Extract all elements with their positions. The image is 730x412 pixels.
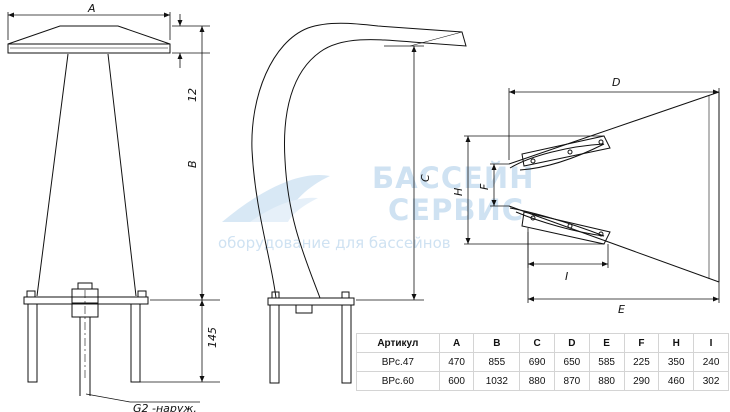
dim-e [527, 232, 720, 303]
table-cell: 880 [519, 371, 555, 391]
dim-b-label: B [186, 160, 199, 168]
table-cell: 460 [658, 371, 695, 391]
col-header-e: E [588, 333, 625, 353]
front-base-plate [23, 296, 149, 305]
col-header-a: A [438, 333, 475, 353]
table-cell: 690 [519, 352, 555, 372]
col-header-d: D [553, 333, 590, 353]
dim-e-label: E [618, 303, 625, 316]
front-leg-left [27, 303, 38, 383]
dim-h-label: H [452, 188, 465, 196]
thread-label: G2 -наруж. [133, 402, 197, 412]
dim-c-label: C [419, 174, 432, 182]
side-view [251, 22, 467, 384]
table-cell: 855 [473, 352, 521, 372]
dim-a-label: A [87, 2, 96, 15]
col-header-f: F [623, 333, 660, 353]
front-view [7, 25, 171, 396]
col-header-c: C [519, 333, 555, 353]
col-header-article: Артикул [356, 333, 440, 353]
side-leg-left [269, 304, 280, 384]
dim-i-label: I [565, 270, 568, 283]
front-body [36, 53, 137, 297]
table-cell: 650 [553, 352, 590, 372]
side-base-plate [267, 297, 355, 306]
table-cell-article: BPc.47 [356, 352, 440, 372]
dim-d [508, 88, 720, 160]
table-cell: 290 [623, 371, 660, 391]
table-cell: 585 [588, 352, 625, 372]
table-cell: 870 [553, 371, 590, 391]
col-header-h: H [658, 333, 695, 353]
table-cell-article: BPc.60 [356, 371, 440, 391]
dim-a [7, 12, 171, 40]
watermark-wave-icon [222, 174, 330, 222]
watermark-line1: БАССЕЙН [372, 161, 534, 195]
table-cell: 350 [658, 352, 695, 372]
table-cell: 600 [438, 371, 475, 391]
side-leg-right [341, 304, 352, 384]
table-row: BPc.47 470 855 690 650 585 225 350 240 [356, 352, 729, 372]
col-header-b: B [473, 333, 521, 353]
side-body-outline [251, 22, 467, 299]
dim-i [527, 228, 609, 268]
watermark-line2: СЕРВИС [388, 193, 524, 227]
table-header-row: Артикул A B C D E F H I [356, 333, 729, 353]
dim-h-f [464, 135, 604, 245]
top-bracket-upper [521, 135, 611, 167]
dim-c [356, 45, 424, 301]
dim-145-label: 145 [206, 327, 219, 348]
table-cell: 1032 [473, 371, 521, 391]
table-cell: 225 [623, 352, 660, 372]
table-cell: 302 [693, 371, 729, 391]
table-row: BPc.60 600 1032 880 870 880 290 460 302 [356, 371, 729, 391]
front-cap [7, 25, 171, 54]
table-cell: 880 [588, 371, 625, 391]
watermark-tagline: оборудование для бассейнов [218, 234, 451, 252]
dim-d-label: D [612, 76, 620, 89]
thread-leader [85, 393, 200, 403]
front-leg-right [130, 303, 141, 383]
dim-f-label: F [478, 183, 491, 190]
table-cell: 470 [438, 352, 475, 372]
dim-12-label: 12 [186, 88, 199, 102]
top-bracket-lower [521, 211, 611, 245]
col-header-i: I [693, 333, 729, 353]
spec-table: Артикул A B C D E F H I BPc.47 470 855 6… [356, 333, 729, 391]
watermark: БАССЕЙН СЕРВИС оборудование для бассейно… [218, 161, 534, 252]
table-cell: 240 [693, 352, 729, 372]
dim-b [140, 14, 220, 383]
top-view [508, 91, 720, 283]
